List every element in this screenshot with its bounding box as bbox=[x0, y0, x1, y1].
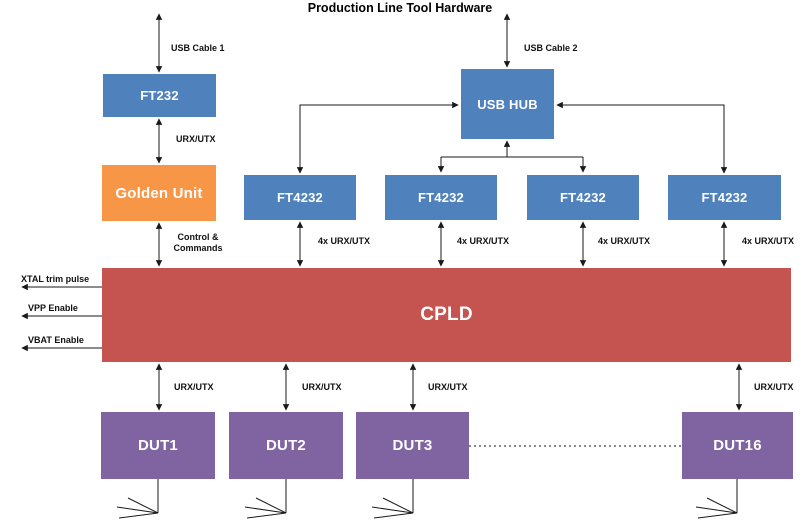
wire-ft4232-1-usbhub bbox=[296, 101, 459, 174]
urx-utx-label-dut1: URX/UTX bbox=[174, 382, 214, 392]
ft4232-box-2: FT4232 bbox=[385, 175, 497, 220]
control-commands-line1: Control & bbox=[177, 232, 219, 242]
quad-urx-utx-label-4: 4x URX/UTX bbox=[742, 236, 795, 246]
control-commands-line2: Commands bbox=[173, 243, 223, 253]
ground-symbol bbox=[695, 479, 738, 519]
ft4232-box-1: FT4232 bbox=[244, 175, 356, 220]
ground-symbol bbox=[244, 479, 287, 519]
dut16-box: DUT16 bbox=[682, 412, 793, 479]
urx-utx-label-ft232: URX/UTX bbox=[176, 134, 216, 144]
ground-symbol bbox=[116, 479, 159, 519]
ground-symbol bbox=[371, 479, 414, 519]
quad-urx-utx-label-2: 4x URX/UTX bbox=[457, 236, 510, 246]
diagram-title: Production Line Tool Hardware bbox=[307, 1, 493, 15]
ft232-box: FT232 bbox=[103, 74, 216, 117]
golden-unit-box: Golden Unit bbox=[102, 165, 216, 221]
vpp-enable-label: VPP Enable bbox=[28, 303, 78, 313]
usb-cable-2-label: USB Cable 2 bbox=[524, 43, 578, 53]
cpld-box: CPLD bbox=[102, 268, 791, 362]
quad-urx-utx-label-1: 4x URX/UTX bbox=[318, 236, 371, 246]
quad-urx-utx-label-3: 4x URX/UTX bbox=[598, 236, 651, 246]
wire-ft4232-4-usbhub bbox=[556, 101, 728, 174]
urx-utx-label-dut16: URX/UTX bbox=[754, 382, 794, 392]
xtal-trim-pulse-label: XTAL trim pulse bbox=[21, 274, 90, 284]
urx-utx-label-dut3: URX/UTX bbox=[428, 382, 468, 392]
usb-hub-box: USB HUB bbox=[461, 69, 554, 139]
urx-utx-label-dut2: URX/UTX bbox=[302, 382, 342, 392]
ft4232-box-4: FT4232 bbox=[668, 175, 781, 220]
dut1-box: DUT1 bbox=[101, 412, 215, 479]
control-commands-label: Control & Commands bbox=[168, 232, 228, 254]
dut2-box: DUT2 bbox=[229, 412, 343, 479]
dut3-box: DUT3 bbox=[356, 412, 469, 479]
vbat-enable-label: VBAT Enable bbox=[28, 335, 84, 345]
ft4232-box-3: FT4232 bbox=[527, 175, 639, 220]
usb-cable-1-label: USB Cable 1 bbox=[171, 43, 225, 53]
